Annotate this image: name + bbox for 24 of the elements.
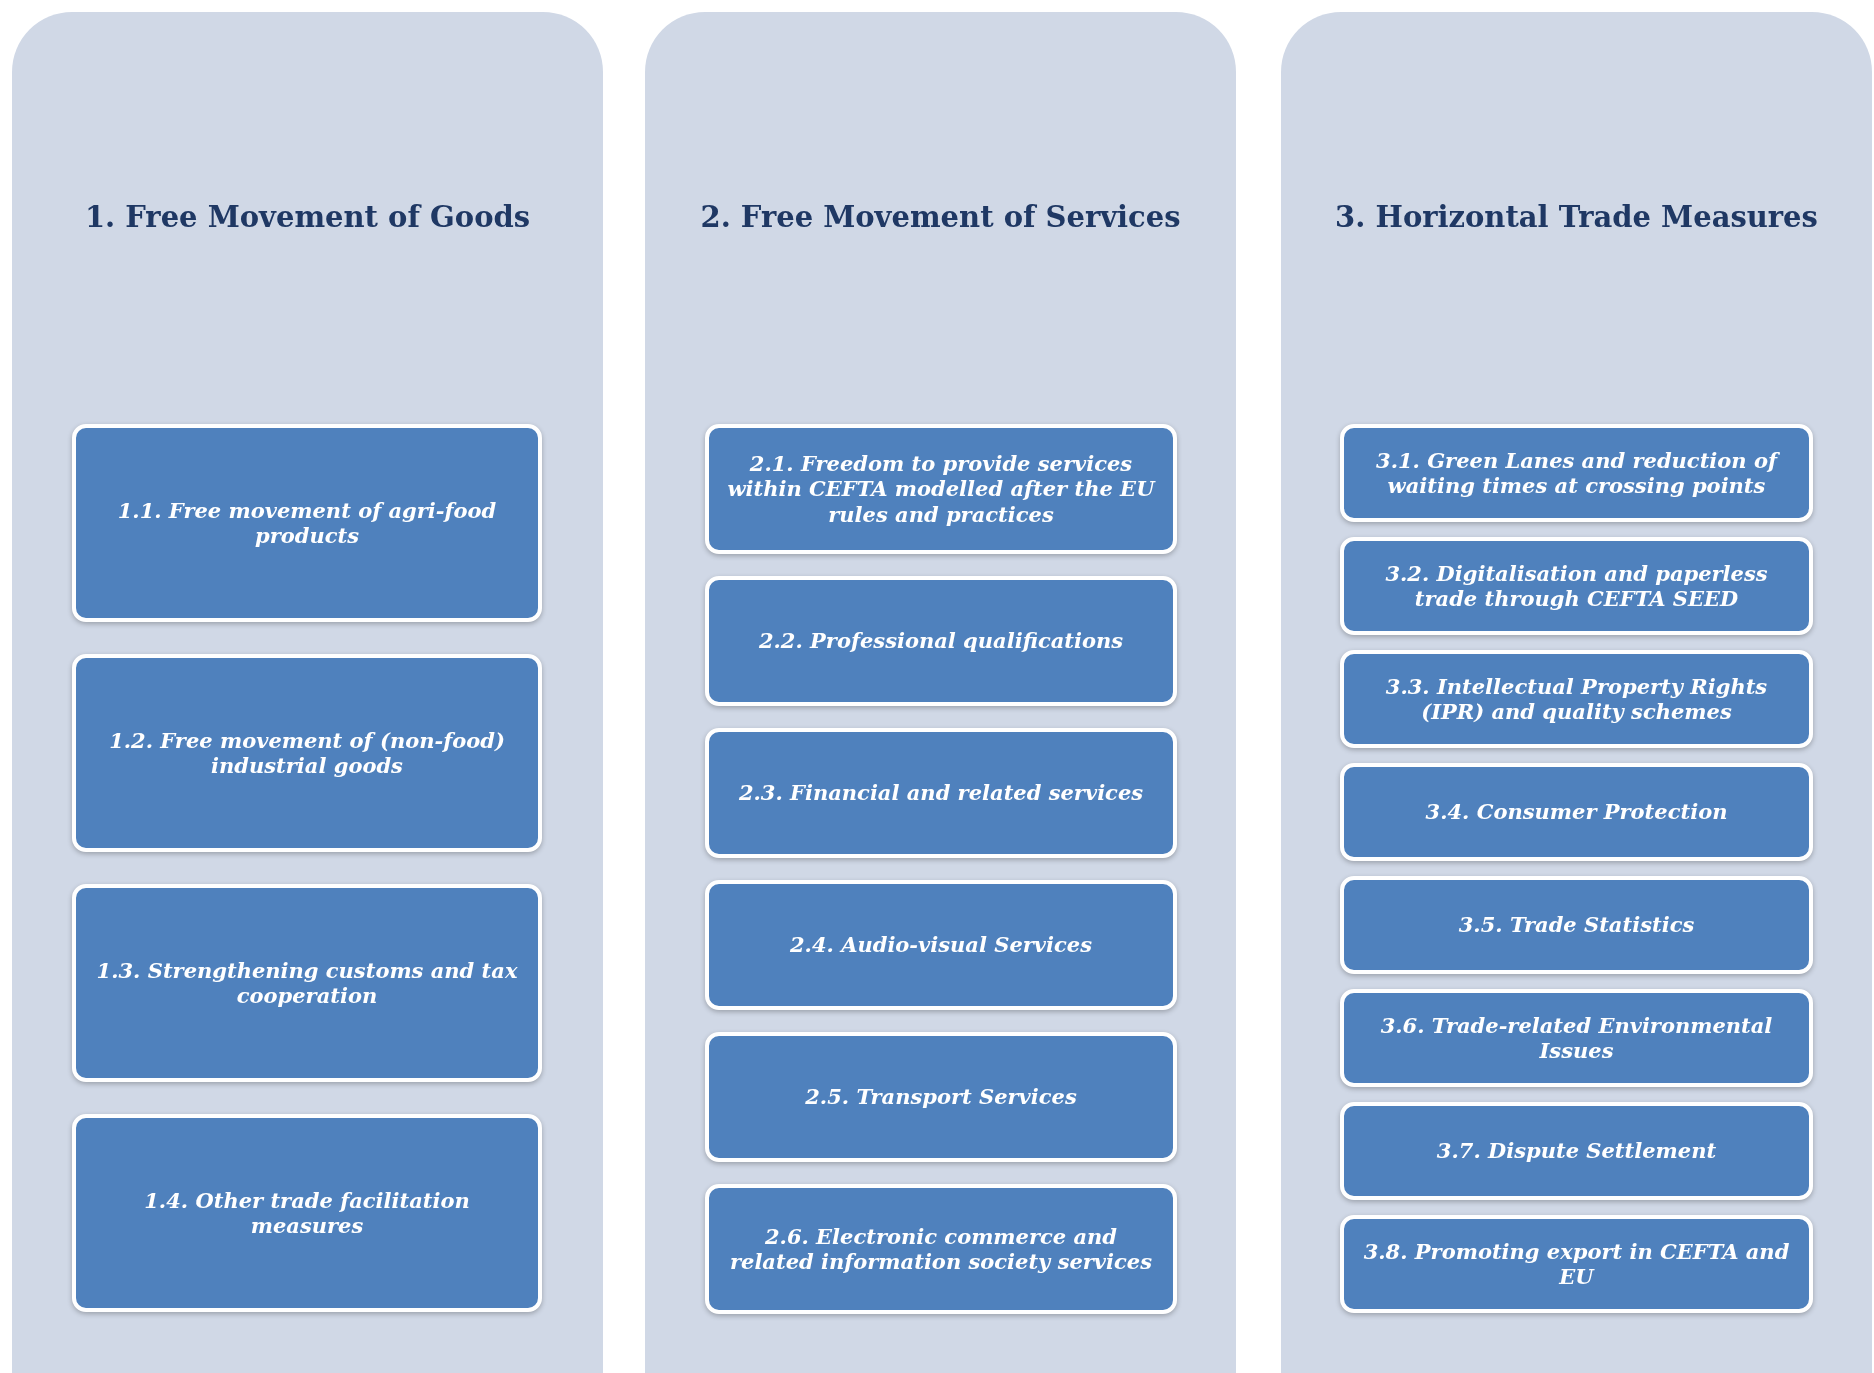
topic-box: 2.1. Freedom to provide services within CEFTA modelled after the EU rules and practices — [705, 424, 1177, 554]
topic-box: 3.4. Consumer Protection — [1340, 763, 1813, 861]
column-title: 2. Free Movement of Services — [699, 200, 1182, 234]
topic-box: 3.1. Green Lanes and reduction of waiting times at crossing points — [1340, 424, 1813, 522]
topic-box: 3.8. Promoting export in CEFTA and EU — [1340, 1215, 1813, 1313]
column-panel — [12, 12, 603, 1373]
topic-box: 1.3. Strengthening customs and tax cooperation — [72, 884, 542, 1082]
column-title: 3. Horizontal Trade Measures — [1334, 200, 1819, 234]
topic-box: 2.5. Transport Services — [705, 1032, 1177, 1162]
column-panel — [1281, 12, 1872, 1373]
topic-box: 1.1. Free movement of agri-food products — [72, 424, 542, 622]
column-title: 1. Free Movement of Goods — [83, 200, 532, 234]
topic-box: 2.3. Financial and related services — [705, 728, 1177, 858]
topic-box: 3.3. Intellectual Property Rights (IPR) and quality schemes — [1340, 650, 1813, 748]
topic-box: 2.6. Electronic commerce and related information society services — [705, 1184, 1177, 1314]
topic-box: 1.4. Other trade facilitation measures — [72, 1114, 542, 1312]
topic-box: 2.2. Professional qualifications — [705, 576, 1177, 706]
topic-box: 3.6. Trade-related Environmental Issues — [1340, 989, 1813, 1087]
topic-box: 3.5. Trade Statistics — [1340, 876, 1813, 974]
topic-box: 1.2. Free movement of (non-food) industrial goods — [72, 654, 542, 852]
topic-box: 3.7. Dispute Settlement — [1340, 1102, 1813, 1200]
topic-box: 3.2. Digitalisation and paperless trade through CEFTA SEED — [1340, 537, 1813, 635]
column-panel — [645, 12, 1236, 1373]
topic-box: 2.4. Audio-visual Services — [705, 880, 1177, 1010]
